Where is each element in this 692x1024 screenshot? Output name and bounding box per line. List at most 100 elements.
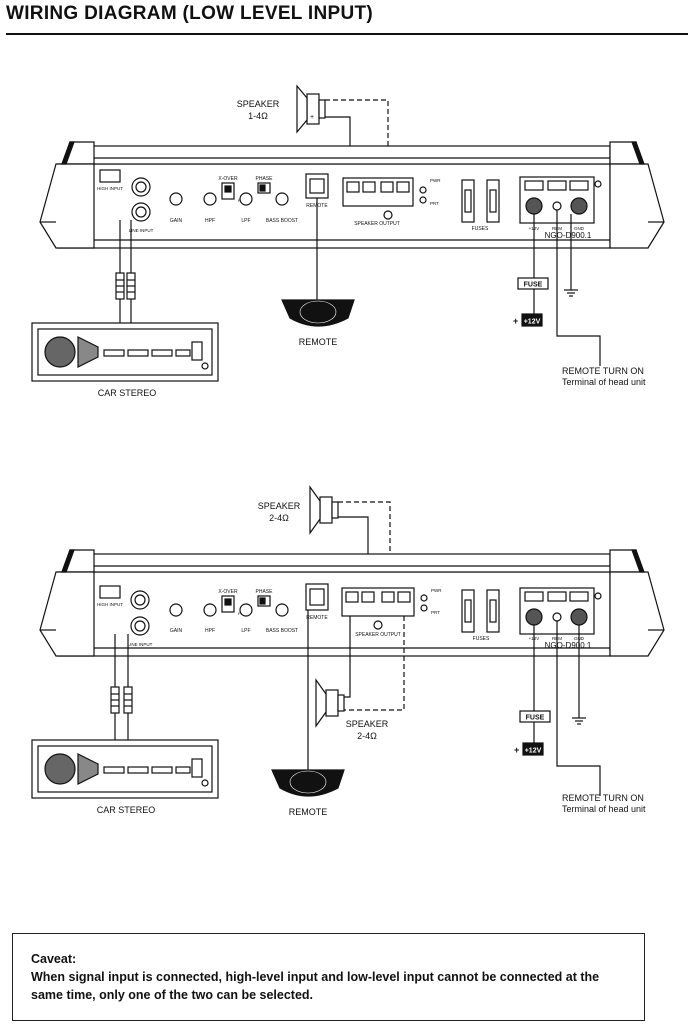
- lpf-label: LPF: [241, 218, 250, 224]
- bass-boost-label: BASS BOOST: [266, 628, 298, 634]
- bass-boost-label: BASS BOOST: [266, 218, 298, 224]
- rca-jack-right: [131, 202, 151, 222]
- remote-turn-on-wire: [556, 210, 601, 366]
- model-label: NGO-D900.1: [545, 231, 592, 240]
- diagram-1: + SPEAKER 1-4Ω HIGH INPUT: [31, 84, 665, 398]
- high-input-label: HIGH INPUT: [97, 186, 123, 191]
- fuse-1: [461, 589, 475, 633]
- fuse-box: [519, 710, 551, 723]
- speaker-bottom-label: SPEAKER: [346, 719, 389, 729]
- lpf-label: LPF: [241, 628, 250, 634]
- pwr-led: [420, 594, 428, 602]
- remote-label: REMOTE: [289, 807, 328, 817]
- battery-icon: [522, 742, 544, 756]
- fuses-label: FUSES: [472, 226, 489, 232]
- fuse-box: [517, 277, 549, 290]
- hpf-label: HPF: [205, 218, 215, 224]
- fuse-2: [486, 179, 500, 223]
- amplifier: HIGH INPUT LINE INPUT GAIN X-OVER FULL H…: [39, 141, 665, 249]
- gnd-terminal-label: GND: [574, 226, 585, 231]
- remote-knob-icon: [271, 769, 345, 797]
- speaker-label: SPEAKER: [237, 99, 280, 109]
- car-stereo-label: CAR STEREO: [97, 805, 156, 815]
- car-stereo: [31, 322, 219, 382]
- speaker-impedance: 1-4Ω: [248, 111, 268, 121]
- car-stereo: [31, 739, 219, 799]
- remote-turn-on-label: REMOTE TURN ON: [562, 366, 644, 376]
- gain-knob: [169, 603, 183, 617]
- hpf-knob: [203, 603, 217, 617]
- speaker-output-label: SPEAKER OUTPUT: [354, 221, 400, 227]
- gain-knob: [169, 192, 183, 206]
- terminal-of-head-unit-label: Terminal of head unit: [562, 804, 646, 814]
- battery-icon: [521, 313, 543, 327]
- ground-icon: [572, 717, 586, 725]
- fuse-1: [461, 179, 475, 223]
- speaker-bottom-impedance: 2-4Ω: [357, 731, 377, 741]
- diagram-2: SPEAKER 2-4Ω HIGH INPUT LINE INPUT: [31, 485, 665, 817]
- high-input-port: [99, 169, 121, 183]
- line-input-label: LINE INPUT: [128, 642, 153, 647]
- prt-led: [420, 604, 428, 612]
- remote-knob-icon: [281, 299, 355, 327]
- speaker-bottom-icon: [315, 678, 345, 728]
- pwr-led: [419, 186, 427, 194]
- speaker-top-impedance: 2-4Ω: [269, 513, 289, 523]
- remote-port-label: REMOTE: [306, 615, 328, 621]
- fuse-2: [486, 589, 500, 633]
- remote-port: [305, 173, 329, 199]
- battery-label: +12V: [525, 748, 542, 755]
- hpf-label: HPF: [205, 628, 215, 634]
- bass-boost-knob: [275, 192, 289, 206]
- battery-plus: +: [513, 316, 518, 326]
- pwr-label: PWR: [431, 588, 442, 593]
- caveat-text: When signal input is connected, high-lev…: [31, 970, 600, 1002]
- header-rule: [6, 33, 688, 35]
- fuse-label: FUSE: [524, 282, 543, 289]
- gain-label: GAIN: [170, 628, 183, 634]
- header: WIRING DIAGRAM (LOW LEVEL INPUT): [6, 0, 688, 35]
- remote-turn-on-label: REMOTE TURN ON: [562, 793, 644, 803]
- phase-label: PHASE: [256, 176, 274, 182]
- svg-text:+: +: [310, 114, 314, 121]
- high-input-label: HIGH INPUT: [97, 602, 123, 607]
- car-stereo-label: CAR STEREO: [98, 388, 157, 398]
- phase-label: PHASE: [256, 589, 274, 595]
- caveat-heading: Caveat:: [31, 952, 77, 966]
- lpf-knob: [239, 603, 253, 617]
- lpf-knob: [239, 192, 253, 206]
- rca-jack-right: [130, 616, 150, 636]
- speaker-icon: +: [296, 84, 326, 134]
- remote-port: [305, 583, 329, 611]
- caveat-box: Caveat: When signal input is connected, …: [12, 933, 645, 1021]
- ground-icon: [564, 289, 578, 297]
- prt-led: [419, 196, 427, 204]
- gain-label: GAIN: [170, 218, 183, 224]
- amplifier: HIGH INPUT LINE INPUT GAIN X-OVER FULL H…: [39, 549, 665, 657]
- fuse-label: FUSE: [526, 715, 545, 722]
- speaker-bottom-wire-positive: [344, 616, 351, 698]
- pwr-label: PWR: [430, 178, 441, 183]
- xover-label: X-OVER: [218, 176, 238, 182]
- high-input-port: [99, 585, 121, 599]
- speaker-top-label: SPEAKER: [258, 501, 301, 511]
- remote-label: REMOTE: [299, 337, 338, 347]
- battery-plus: +: [514, 745, 519, 755]
- prt-label: PRT: [431, 610, 440, 615]
- line-input-label: LINE INPUT: [129, 228, 154, 233]
- remote-turn-on-wire: [556, 621, 601, 796]
- rca-jack-left: [130, 590, 150, 610]
- battery-label: +12V: [524, 319, 541, 326]
- speaker-top-icon: [309, 485, 339, 535]
- rca-jack-left: [131, 177, 151, 197]
- prt-label: PRT: [430, 201, 439, 206]
- fuses-label: FUSES: [473, 636, 490, 642]
- hpf-knob: [203, 192, 217, 206]
- terminal-of-head-unit-label: Terminal of head unit: [562, 377, 646, 387]
- page-title: WIRING DIAGRAM (LOW LEVEL INPUT): [6, 3, 374, 24]
- speaker-output-label: SPEAKER OUTPUT: [355, 632, 401, 638]
- model-label: NGO-D900.1: [545, 641, 592, 650]
- bass-boost-knob: [275, 603, 289, 617]
- xover-label: X-OVER: [218, 589, 238, 595]
